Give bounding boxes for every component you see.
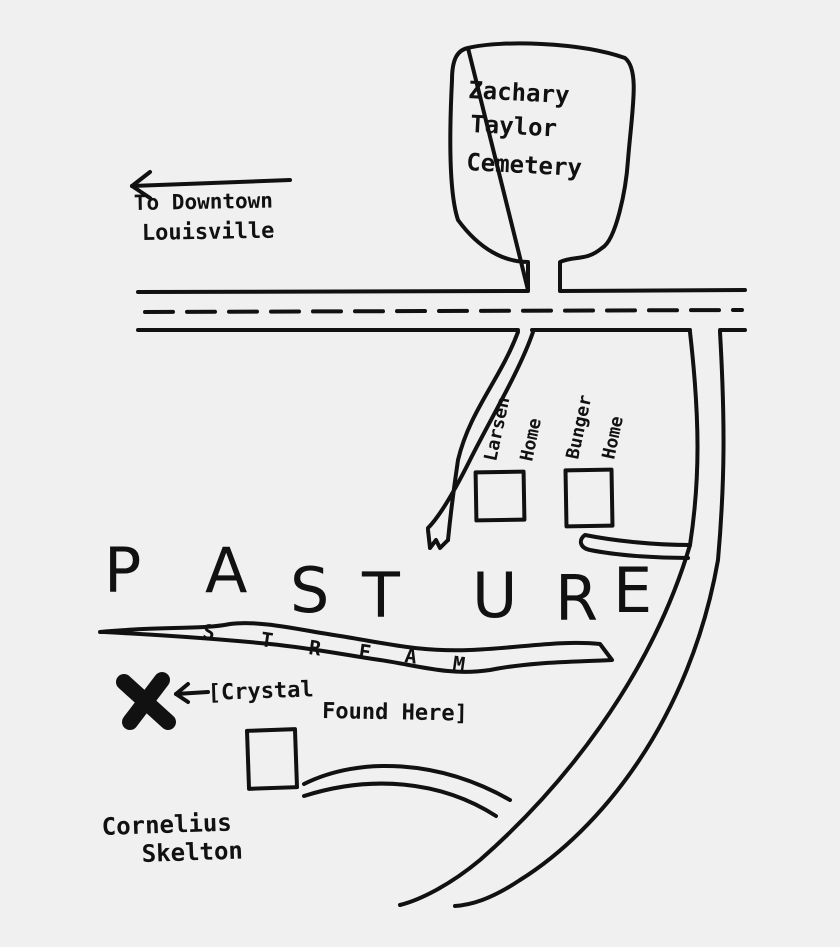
main-road xyxy=(136,288,747,332)
pasture-label: P A S T U R E xyxy=(104,534,652,635)
skelton-label-line-1: Cornelius xyxy=(101,808,232,841)
bunger-home-label-line-2: Home xyxy=(598,414,628,461)
pasture-letter: P xyxy=(104,534,141,607)
pasture-letter: U xyxy=(472,559,517,632)
side-road xyxy=(398,330,726,908)
stream-letter: S xyxy=(201,619,216,644)
larsen-home xyxy=(473,469,527,523)
driveway-end xyxy=(426,528,450,550)
cemetery-label-line-3: Cemetery xyxy=(466,148,583,182)
stream-letter: R xyxy=(307,635,323,661)
arrow-left-icon xyxy=(174,682,210,704)
stream-letter: M xyxy=(451,651,466,676)
larsen-home-label-line-2: Home xyxy=(516,416,546,463)
bunger-home-label-line-1: Bunger xyxy=(562,393,596,461)
stream-label: S T R E A M xyxy=(201,619,466,676)
stream xyxy=(98,621,614,674)
stream-letter: T xyxy=(259,627,274,652)
crystal-label-line-2: Found Here] xyxy=(322,699,468,727)
stream-letter: E xyxy=(357,639,372,664)
skelton-building xyxy=(245,727,299,791)
bunger-home xyxy=(563,467,615,529)
cemetery-label-line-2: Taylor xyxy=(470,110,558,142)
direction-label-line-1: To Downtown xyxy=(134,189,273,215)
pasture-letter: S xyxy=(290,554,329,627)
crystal-label-line-1: [Crystal xyxy=(207,677,314,706)
cemetery-outline xyxy=(448,41,636,292)
pasture-letter: T xyxy=(361,559,401,632)
cemetery-label-line-1: Zachary xyxy=(468,76,570,109)
arrow-left-icon xyxy=(130,170,292,200)
skelton-lane xyxy=(302,764,512,818)
stream-letter: A xyxy=(403,643,418,668)
cemetery-label: Zachary Taylor Cemetery xyxy=(466,76,583,182)
larsen-home-label: Larsen Home xyxy=(480,395,546,463)
pasture-letter: A xyxy=(205,534,247,607)
pasture-letter: E xyxy=(613,554,652,627)
bunger-driveway xyxy=(578,533,692,560)
bunger-home-label: Bunger Home xyxy=(562,393,628,461)
driveway-left xyxy=(426,330,535,542)
crystal-label: [Crystal Found Here] xyxy=(207,677,468,726)
direction-label: To Downtown Louisville xyxy=(134,189,275,246)
skelton-label-line-2: Skelton xyxy=(141,836,243,868)
direction-label-line-2: Louisville xyxy=(142,219,275,246)
pasture-letter: R xyxy=(555,562,598,635)
skelton-label: Cornelius Skelton xyxy=(101,808,243,868)
x-marker-icon xyxy=(116,672,176,730)
